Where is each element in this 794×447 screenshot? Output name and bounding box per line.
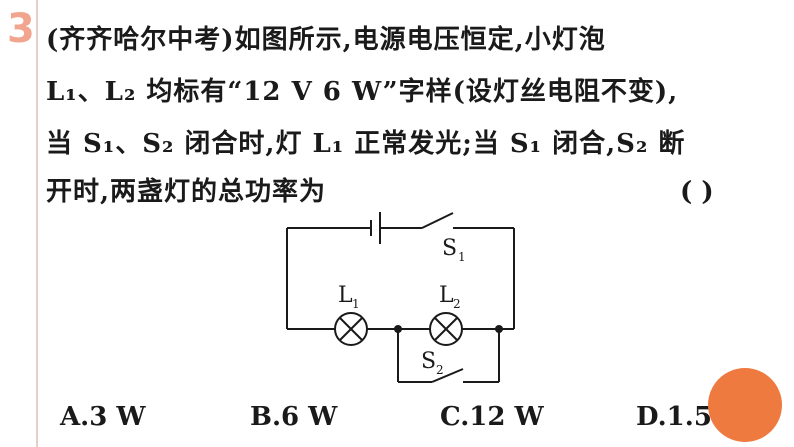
question-number: 3: [7, 6, 35, 52]
label-l1-sub: 1: [352, 297, 360, 311]
decorative-circle: [708, 368, 782, 442]
option-c[interactable]: C.12 W: [440, 402, 544, 432]
answer-blank: ( ): [680, 177, 714, 207]
label-s1: S: [442, 236, 457, 261]
question-line-3: 当 S₁、S₂ 闭合时,灯 L₁ 正常发光;当 S₁ 闭合,S₂ 断: [46, 129, 686, 159]
label-l2: L: [439, 283, 454, 308]
label-l2-sub: 2: [453, 297, 461, 311]
question-line-1: (齐齐哈尔中考)如图所示,电源电压恒定,小灯泡: [46, 25, 606, 55]
junction-dot-right: [495, 325, 503, 333]
question-line-4: 开时,两盏灯的总功率为: [46, 177, 327, 207]
label-l1: L: [338, 283, 353, 308]
circuit-diagram: S 1 L 1 L 2 S 2: [286, 212, 515, 383]
option-b[interactable]: B.6 W: [250, 402, 338, 432]
margin-line: [36, 0, 38, 447]
label-s1-sub: 1: [458, 250, 466, 264]
label-s2: S: [421, 349, 436, 374]
label-s2-sub: 2: [436, 363, 444, 377]
junction-dot-left: [394, 325, 402, 333]
question-line-2: L₁、L₂ 均标有“12 V 6 W”字样(设灯丝电阻不变),: [46, 77, 679, 107]
option-a[interactable]: A.3 W: [60, 402, 146, 432]
